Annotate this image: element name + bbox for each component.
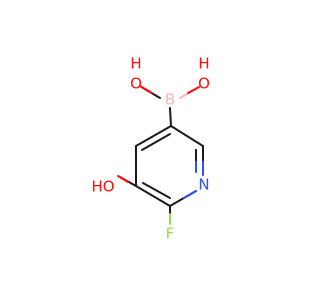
bond-c3-c4 bbox=[135, 125, 172, 147]
nitrogen-label: N bbox=[198, 176, 209, 194]
boronic-hydrogen-right: H bbox=[198, 55, 209, 73]
bond-b-o-right-red bbox=[187, 86, 200, 94]
fluorine-label: F bbox=[166, 225, 175, 243]
bond-c6-n-blue bbox=[183, 190, 197, 199]
bonds bbox=[117, 85, 204, 225]
hydroxyl-label-left: HO bbox=[91, 178, 114, 196]
boron-label: B bbox=[165, 91, 175, 109]
bond-c3-c4-double bbox=[141, 133, 171, 151]
bond-c5-c6 bbox=[135, 185, 171, 207]
molecule-canvas: HO O H O H B N F bbox=[91, 54, 210, 243]
bond-c5-c6-double bbox=[142, 182, 171, 199]
bond-c2-c3 bbox=[170, 125, 204, 147]
bond-c5-oh-red bbox=[117, 175, 129, 183]
molecule-diagram: HO O H O H B N F bbox=[91, 55, 209, 243]
boronic-oxygen-right: O bbox=[198, 75, 210, 93]
atom-labels: HO O H O H B N F bbox=[91, 55, 209, 243]
bond-b-o-left-red bbox=[139, 85, 153, 94]
bond-b-c3 bbox=[169, 107, 172, 127]
boronic-hydrogen-left: H bbox=[130, 55, 141, 73]
boronic-oxygen-left: O bbox=[130, 75, 142, 93]
